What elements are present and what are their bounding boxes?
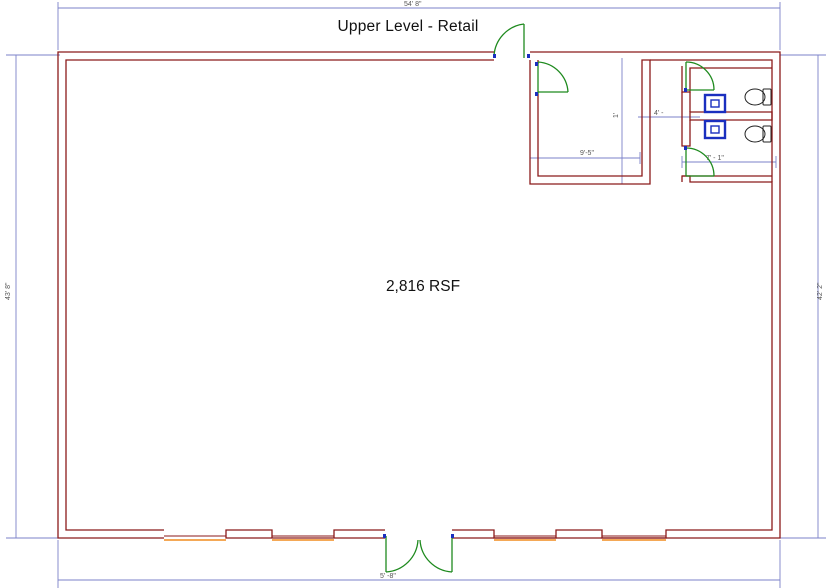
dim-right-height: 42' 2" bbox=[817, 282, 824, 300]
dim-room-height: 1' bbox=[613, 113, 620, 118]
area-label: 2,816 RSF bbox=[385, 278, 461, 295]
toilet-icon bbox=[744, 88, 772, 106]
door-top-entry bbox=[493, 23, 525, 58]
dim-restroom-width: 7' - 1" bbox=[706, 155, 724, 162]
dim-restroom-gap: 4' - bbox=[654, 110, 664, 117]
sink-icon bbox=[703, 93, 727, 114]
doors bbox=[385, 23, 715, 573]
fixtures bbox=[703, 88, 772, 143]
dimension-lines bbox=[6, 2, 826, 588]
dim-top-width: 54' 8" bbox=[404, 1, 422, 8]
door-jambs bbox=[383, 54, 687, 538]
door-restroom-2 bbox=[685, 147, 715, 177]
dim-room-width: 9'-5" bbox=[580, 150, 594, 157]
toilet-icon bbox=[744, 125, 772, 143]
door-storage bbox=[537, 61, 569, 94]
plan-title: Upper Level - Retail bbox=[337, 18, 479, 35]
walls bbox=[57, 51, 781, 539]
door-restroom-1 bbox=[685, 61, 715, 91]
sink-icon bbox=[703, 119, 727, 140]
dim-left-height: 43' 8" bbox=[5, 282, 12, 300]
dim-bottom-width: 5' -8" bbox=[380, 573, 396, 580]
door-bottom-entry bbox=[385, 536, 453, 573]
